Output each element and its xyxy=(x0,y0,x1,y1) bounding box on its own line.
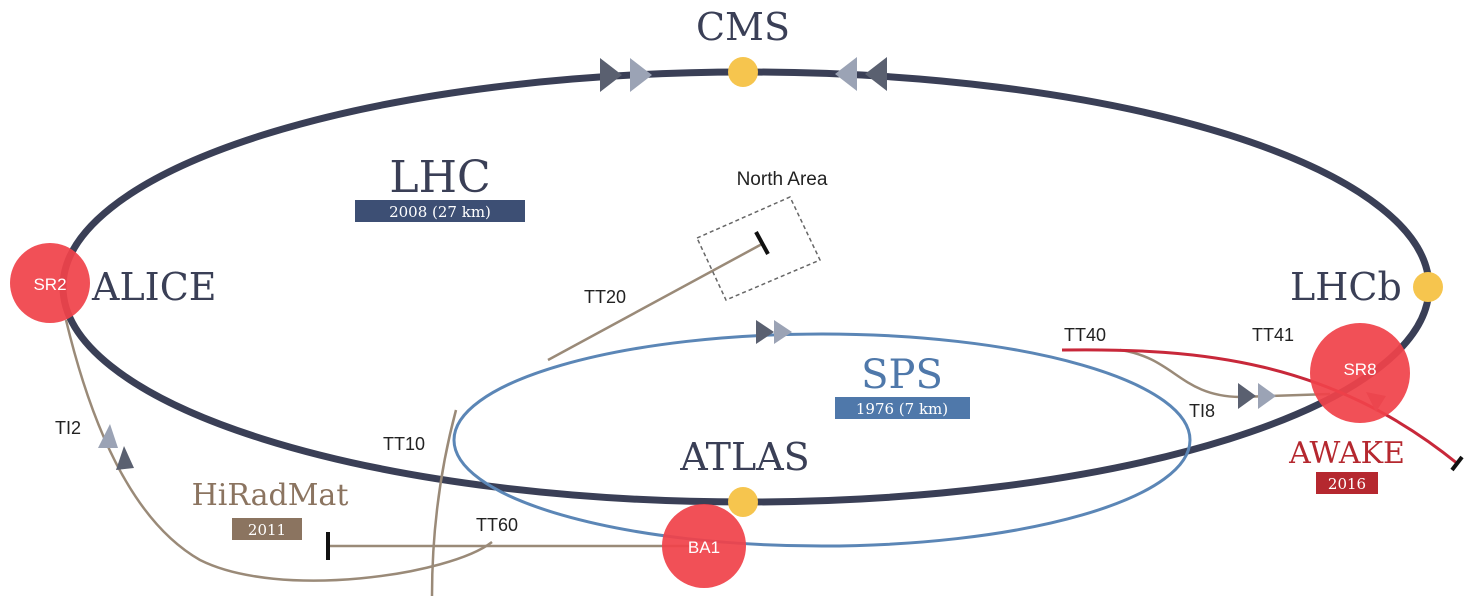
sps-badge-bg xyxy=(835,397,970,419)
awake-badge-bg xyxy=(1316,472,1378,494)
lhc-badge: 2008 (27 km) xyxy=(389,203,491,221)
hiradmat-badge: 2011 xyxy=(248,521,286,539)
sps-badge: 1976 (7 km) xyxy=(856,400,948,418)
lhcb-dot xyxy=(1413,272,1443,302)
cms-dot xyxy=(728,57,758,87)
lhc-arrows xyxy=(600,57,887,92)
sr8-label: SR8 xyxy=(1343,360,1376,379)
ti2-line xyxy=(64,319,493,582)
hiradmat-title: HiRadMat xyxy=(192,478,349,513)
awake-badge: 2016 xyxy=(1328,475,1366,493)
arrow-icon xyxy=(774,320,792,344)
arrow-icon xyxy=(116,446,134,470)
hiradmat-badge-bg xyxy=(232,518,302,540)
arrow-icon xyxy=(98,424,118,448)
awake-title: AWAKE xyxy=(1288,436,1405,471)
lhc-badge-bg xyxy=(355,200,525,222)
lhc-title: LHC xyxy=(389,152,490,203)
lhcb-label: LHCb xyxy=(1290,265,1402,309)
sps-ring xyxy=(452,332,1192,548)
site-marker-ba1: BA1 xyxy=(662,504,746,588)
tt20-line xyxy=(547,242,763,362)
tt60-label: TT60 xyxy=(476,515,518,535)
sr2-circle xyxy=(10,243,90,323)
alice-label: ALICE xyxy=(91,265,217,309)
cms-label: CMS xyxy=(696,5,790,49)
north-area-label: North Area xyxy=(737,169,828,190)
tt10-label: TT10 xyxy=(383,434,425,454)
ba1-label: BA1 xyxy=(688,538,720,557)
sr2-label: SR2 xyxy=(33,275,66,294)
arrow-icon xyxy=(835,57,857,91)
atlas-label: ATLAS xyxy=(679,435,809,479)
ti8-line xyxy=(1119,348,1331,399)
tt10-line xyxy=(430,409,458,596)
tt41-label: TT41 xyxy=(1252,325,1294,345)
site-marker-sr8: SR8 xyxy=(1310,323,1410,423)
ba1-circle xyxy=(662,504,746,588)
north-area-box xyxy=(695,196,822,301)
tt20-end-bar xyxy=(754,231,770,255)
arrow-icon xyxy=(865,57,887,91)
arrow-icon xyxy=(600,58,622,92)
arrow-icon xyxy=(1258,383,1276,409)
ti8-label: TI8 xyxy=(1189,401,1215,421)
awake-line xyxy=(1061,348,1459,466)
ti8-arrows xyxy=(1238,383,1276,409)
ti2-arrows xyxy=(98,424,134,470)
sr8-circle xyxy=(1310,323,1410,423)
arrow-icon xyxy=(756,320,774,344)
site-marker-sr2: SR2 xyxy=(10,243,90,323)
sps-arrows xyxy=(756,320,792,344)
arrow-icon xyxy=(1238,383,1256,409)
sps-title: SPS xyxy=(861,352,943,398)
tt40-label: TT40 xyxy=(1064,325,1106,345)
atlas-dot xyxy=(728,487,758,517)
awake-end-bar xyxy=(1450,455,1464,472)
tt20-label: TT20 xyxy=(584,287,626,307)
ti2-label: TI2 xyxy=(55,418,81,438)
arrow-icon xyxy=(630,58,652,92)
